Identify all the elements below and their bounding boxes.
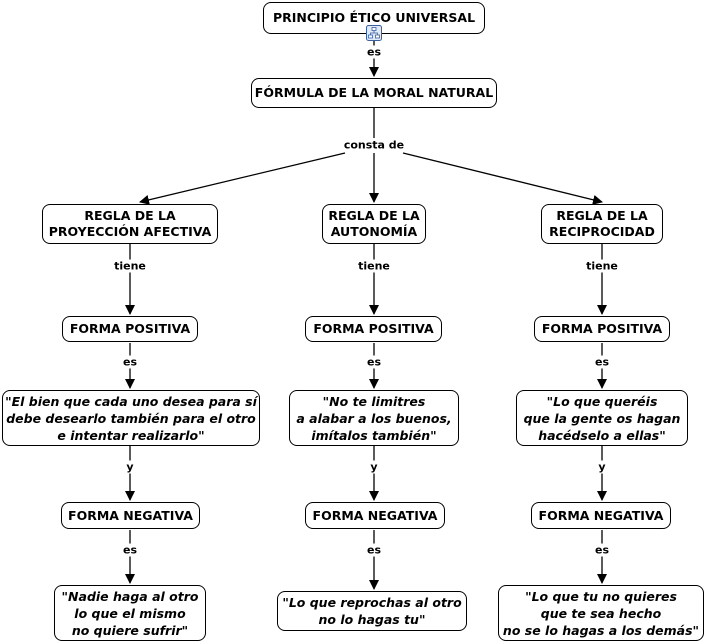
concept-regla-reciprocidad[interactable]: REGLA DE LA RECIPROCIDAD — [541, 204, 663, 244]
concept-map-icon[interactable] — [366, 25, 382, 41]
link-label-es: es — [592, 355, 612, 369]
concept-forma-negativa[interactable]: FORMA NEGATIVA — [531, 502, 671, 529]
link-label-es: es — [364, 355, 384, 369]
concept-forma-negativa[interactable]: FORMA NEGATIVA — [305, 502, 445, 529]
concept-positive-quote[interactable]: "El bien que cada uno desea para sí debe… — [2, 390, 260, 446]
concept-regla-proyeccion-afectiva[interactable]: REGLA DE LA PROYECCIÓN AFECTIVA — [42, 204, 218, 244]
link-label-consta-de: consta de — [341, 138, 407, 152]
concept-forma-negativa[interactable]: FORMA NEGATIVA — [61, 502, 200, 529]
concept-forma-positiva[interactable]: FORMA POSITIVA — [62, 316, 198, 342]
concept-negative-quote[interactable]: "Lo que reprochas al otro no lo hagas tu… — [277, 591, 467, 631]
concept-negative-quote[interactable]: "Lo que tu no quieres que te sea hecho n… — [498, 585, 704, 641]
link-label-y: y — [596, 460, 608, 474]
concept-forma-positiva[interactable]: FORMA POSITIVA — [534, 316, 670, 342]
concept-positive-quote[interactable]: "No te limitres a alabar a los buenos, i… — [289, 390, 459, 446]
link-label-y: y — [368, 460, 380, 474]
link-label-es: es — [120, 543, 140, 557]
link-label-y: y — [124, 460, 136, 474]
link-label-es-root: es — [364, 45, 384, 59]
concept-regla-autonomia[interactable]: REGLA DE LA AUTONOMÍA — [322, 204, 426, 244]
link-label-es: es — [592, 543, 612, 557]
concept-forma-positiva[interactable]: FORMA POSITIVA — [305, 316, 442, 342]
link-label-tiene: tiene — [112, 259, 148, 273]
link-label-es: es — [120, 355, 140, 369]
concept-positive-quote[interactable]: "Lo que queréis que la gente os hagan ha… — [516, 390, 688, 446]
link-label-tiene: tiene — [584, 259, 620, 273]
link-label-tiene: tiene — [356, 259, 392, 273]
link-label-es: es — [364, 543, 384, 557]
concept-negative-quote[interactable]: "Nadie haga al otro lo que el mismo no q… — [54, 585, 206, 641]
concept-formula-moral-natural[interactable]: FÓRMULA DE LA MORAL NATURAL — [251, 78, 497, 108]
